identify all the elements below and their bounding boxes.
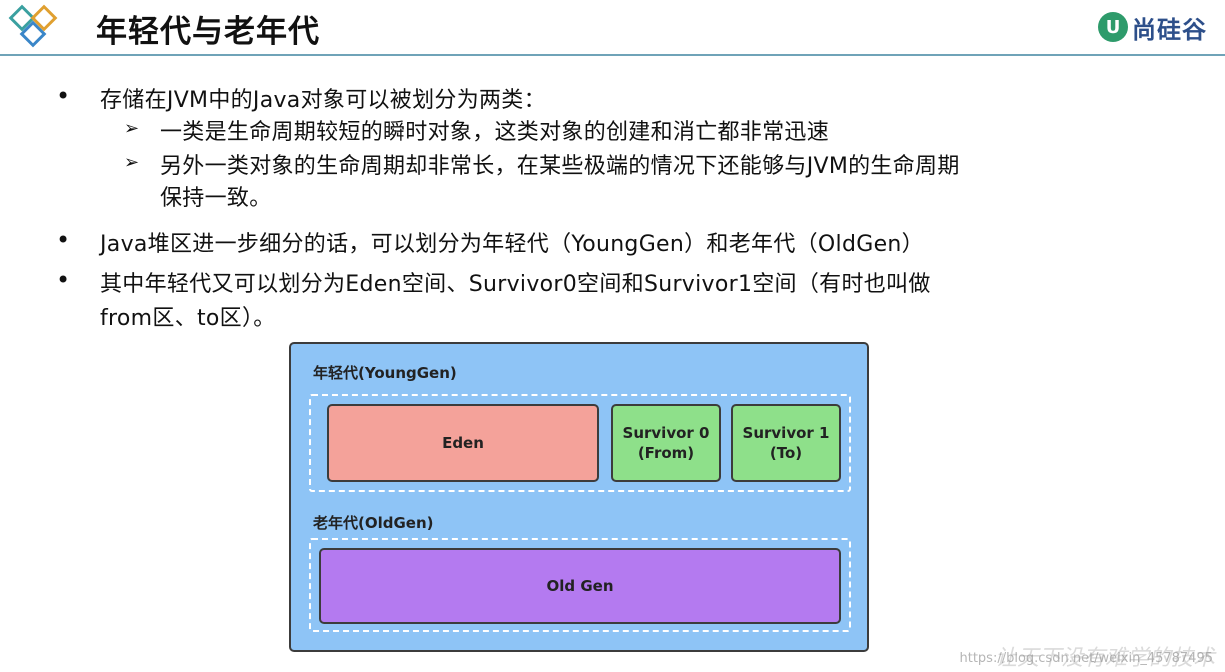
bullet-text: Java堆区进一步细分的话，可以划分为年轻代（YoungGen）和老年代（Old… (100, 232, 924, 257)
eden-label: Eden (442, 434, 484, 452)
slide-title: 年轻代与老年代 (96, 14, 320, 50)
old-gen-space: Old Gen (319, 548, 841, 624)
brand-name: 尚硅谷 (1132, 15, 1207, 44)
survivor0-space: Survivor 0 (From) (611, 404, 721, 482)
survivor0-sublabel: (From) (637, 444, 695, 462)
sub-bullet-text-cont: 保持一致。 (160, 186, 272, 211)
eden-space: Eden (327, 404, 599, 482)
header-divider (0, 54, 1225, 56)
brand-logo: U 尚硅谷 (1098, 10, 1207, 44)
diamond-logo-icon (8, 4, 58, 48)
survivor1-space: Survivor 1 (To) (731, 404, 841, 482)
sub-bullet-text: 另外一类对象的生命周期却非常长，在某些极端的情况下还能够与JVM的生命周期 (160, 154, 960, 179)
arrow-bullet-icon: ➢ (124, 118, 140, 139)
slogan-watermark: 让天下没有难学的技术 (994, 646, 1215, 671)
bullet-text-cont: from区、to区）。 (100, 306, 276, 331)
brand-mark-icon: U (1098, 12, 1128, 42)
heap-diagram: 年轻代(YoungGen) Eden Survivor 0 (From) Sur… (289, 342, 869, 652)
arrow-bullet-icon: ➢ (124, 152, 140, 173)
survivor0-label: Survivor 0 (622, 424, 710, 442)
survivor1-sublabel: (To) (769, 444, 803, 462)
old-gen-box-label: Old Gen (546, 577, 614, 595)
young-gen-label: 年轻代(YoungGen) (313, 364, 457, 382)
bullet-text: 存储在JVM中的Java对象可以被划分为两类： (100, 88, 546, 113)
old-gen-region (309, 538, 851, 632)
slide-header: 年轻代与老年代 U 尚硅谷 (0, 0, 1225, 56)
bullet-dot: • (56, 266, 71, 294)
bullet-text: 其中年轻代又可以划分为Eden空间、Survivor0空间和Survivor1空… (100, 272, 931, 297)
bullet-dot: • (56, 226, 71, 254)
bullet-dot: • (56, 82, 71, 110)
old-gen-label: 老年代(OldGen) (313, 514, 434, 532)
sub-bullet-text: 一类是生命周期较短的瞬时对象，这类对象的创建和消亡都非常迅速 (160, 120, 830, 145)
survivor1-label: Survivor 1 (742, 424, 830, 442)
young-gen-region (309, 394, 851, 492)
url-watermark: https://blog.csdn.net/weixin_45787495 (959, 651, 1213, 666)
